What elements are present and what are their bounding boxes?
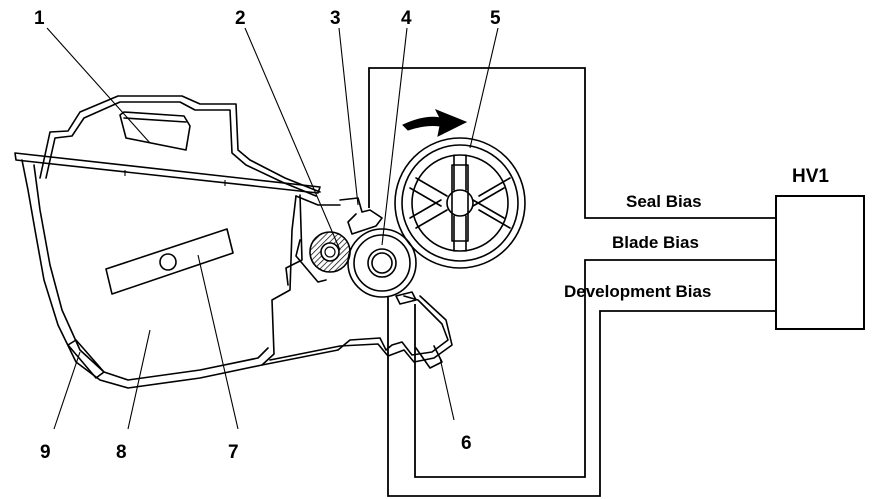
rotation-arrow xyxy=(402,109,468,137)
developer-housing xyxy=(14,95,453,389)
callout-6: 6 xyxy=(461,433,472,454)
blade-bias-label: Blade Bias xyxy=(612,233,699,252)
seal-piece xyxy=(395,291,417,305)
leader-lines xyxy=(46,27,499,430)
hv1-label: HV1 xyxy=(792,166,829,187)
callout-2: 2 xyxy=(235,8,246,29)
doctor-blade xyxy=(339,197,383,235)
callout-9: 9 xyxy=(40,442,51,463)
hopper-handle xyxy=(119,111,191,151)
toner-supply-roller xyxy=(295,231,351,283)
corner-seal xyxy=(67,339,105,379)
callout-5: 5 xyxy=(490,8,501,29)
bias-wiring xyxy=(368,67,776,497)
callout-4: 4 xyxy=(401,8,412,29)
callout-3: 3 xyxy=(330,8,341,29)
seal-bias-label: Seal Bias xyxy=(626,192,702,211)
development-bias-label: Development Bias xyxy=(564,282,711,301)
development-roller xyxy=(347,228,417,298)
hv1-power-supply xyxy=(775,195,865,330)
callout-8: 8 xyxy=(116,442,127,463)
photoconductor-drum xyxy=(394,137,526,269)
callout-7: 7 xyxy=(228,442,239,463)
agitator-paddle xyxy=(105,228,234,295)
callout-1: 1 xyxy=(34,8,45,29)
